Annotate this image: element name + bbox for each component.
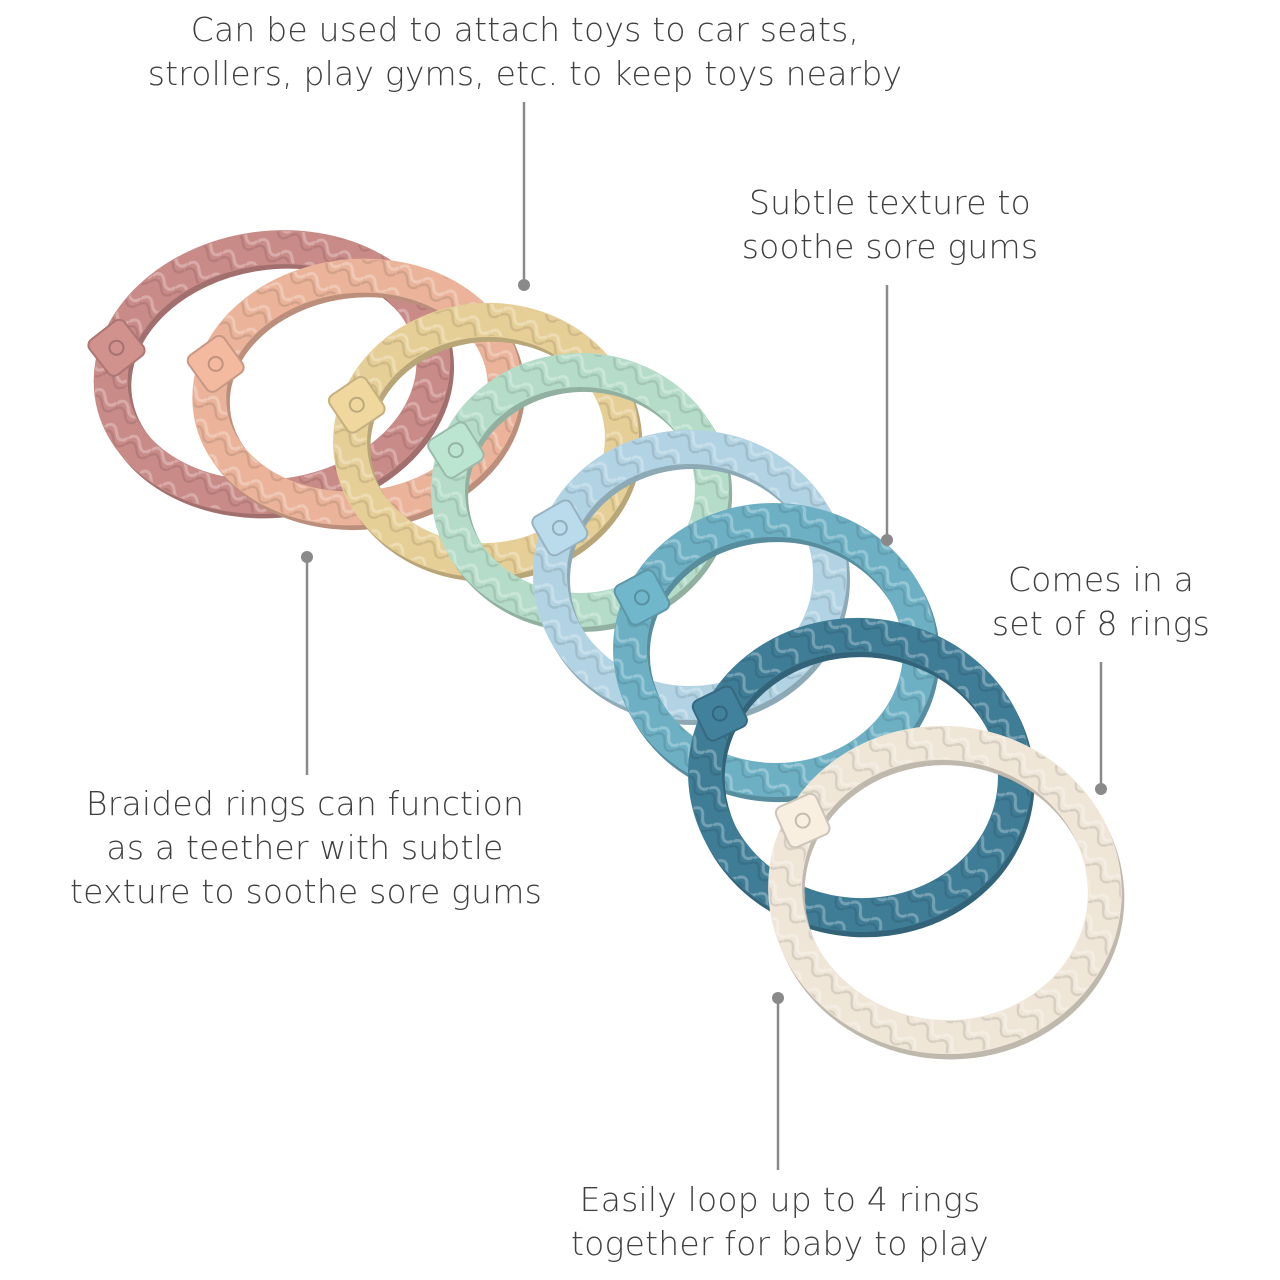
ring-clasp-aqua	[613, 569, 671, 626]
ring-ocean	[688, 617, 1035, 938]
leader-braided	[301, 551, 313, 775]
ring-clasp-cream	[774, 792, 831, 849]
ring-clasp-dusty-rose	[87, 318, 146, 377]
crab-logo-icon	[711, 705, 728, 722]
leader-set	[1095, 662, 1107, 795]
callout-braided-line-1: Braided rings can function	[85, 784, 525, 823]
crab-logo-icon	[348, 396, 365, 413]
ring-clasp-ocean	[691, 685, 748, 742]
callout-set: Comes in a set of 8 rings	[990, 558, 1212, 646]
callout-loop-line-1: Easily loop up to 4 rings	[579, 1180, 981, 1219]
ring-mint	[427, 352, 733, 632]
crab-logo-icon	[207, 355, 224, 372]
callout-texture-line-2: soothe sore gums	[741, 227, 1039, 266]
callout-texture-line-1: Subtle texture to	[749, 183, 1031, 222]
callout-loop-line-2: together for baby to play	[571, 1224, 989, 1263]
ring-clasp-butter	[327, 375, 386, 434]
ring-clasp-sky	[531, 499, 589, 557]
callout-set-line-2: set of 8 rings	[991, 604, 1211, 643]
callout-attach-line-2: strollers, play gyms, etc. to keep toys …	[147, 54, 903, 93]
crab-logo-icon	[447, 442, 464, 459]
callout-braided-line-3: texture to soothe sore gums	[70, 872, 542, 911]
ring-cream	[768, 725, 1125, 1060]
callout-attach: Can be used to attach toys to car seats,…	[140, 8, 910, 96]
callout-braided-line-2: as a teether with subtle	[106, 828, 504, 867]
crab-logo-icon	[108, 339, 125, 356]
callout-set-line-1: Comes in a	[1007, 560, 1195, 599]
ring-clasp-peach	[186, 334, 245, 393]
callout-texture: Subtle texture to soothe sore gums	[730, 181, 1050, 269]
leader-attach	[518, 102, 530, 291]
crab-logo-icon	[551, 519, 568, 536]
crab-logo-icon	[633, 589, 650, 606]
leader-loop	[772, 992, 784, 1170]
ring-clasp-mint	[427, 421, 485, 479]
leader-texture	[881, 285, 893, 546]
callout-attach-line-1: Can be used to attach toys to car seats,	[190, 10, 860, 49]
crab-logo-icon	[794, 812, 811, 829]
callout-braided: Braided rings can function as a teether …	[70, 782, 542, 914]
callout-loop: Easily loop up to 4 rings together for b…	[570, 1178, 990, 1266]
rings-group	[87, 230, 1125, 1060]
